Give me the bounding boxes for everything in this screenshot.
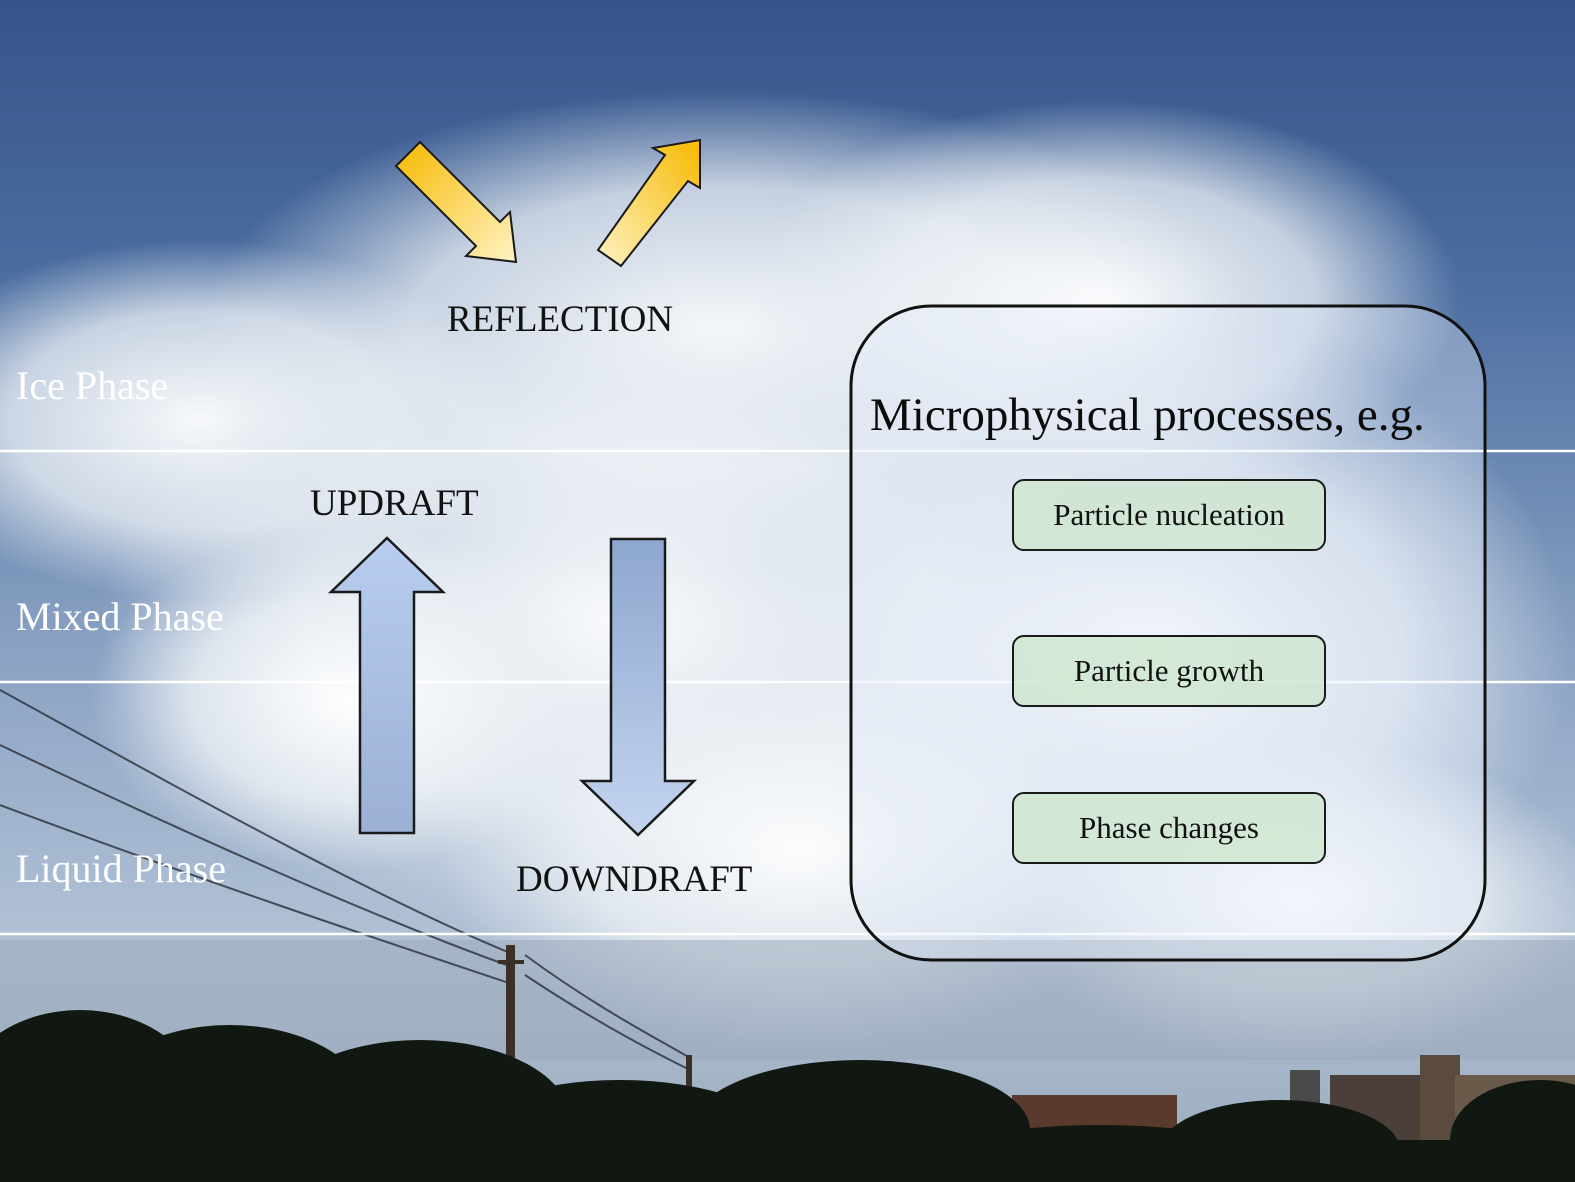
microphysics-title: Microphysical processes, e.g. xyxy=(870,389,1425,441)
reflected-radiation-arrow xyxy=(596,138,701,268)
updraft-label: UPDRAFT xyxy=(310,483,479,524)
process-particle-growth: Particle growth xyxy=(1012,635,1326,707)
downdraft-arrow xyxy=(578,537,698,837)
downdraft-label: DOWNDRAFT xyxy=(516,859,753,900)
microphysics-panel xyxy=(849,304,1487,962)
power-lines xyxy=(0,689,691,1071)
mixed-phase-label: Mixed Phase xyxy=(16,594,224,639)
ice-phase-label: Ice Phase xyxy=(16,363,169,408)
reflection-label: REFLECTION xyxy=(447,299,674,340)
updraft-arrow xyxy=(327,536,447,835)
process-phase-changes: Phase changes xyxy=(1012,792,1326,864)
incoming-radiation-arrow xyxy=(394,140,518,264)
tree-line xyxy=(0,1010,1575,1182)
liquid-phase-label: Liquid Phase xyxy=(16,846,226,891)
process-particle-nucleation: Particle nucleation xyxy=(1012,479,1326,551)
